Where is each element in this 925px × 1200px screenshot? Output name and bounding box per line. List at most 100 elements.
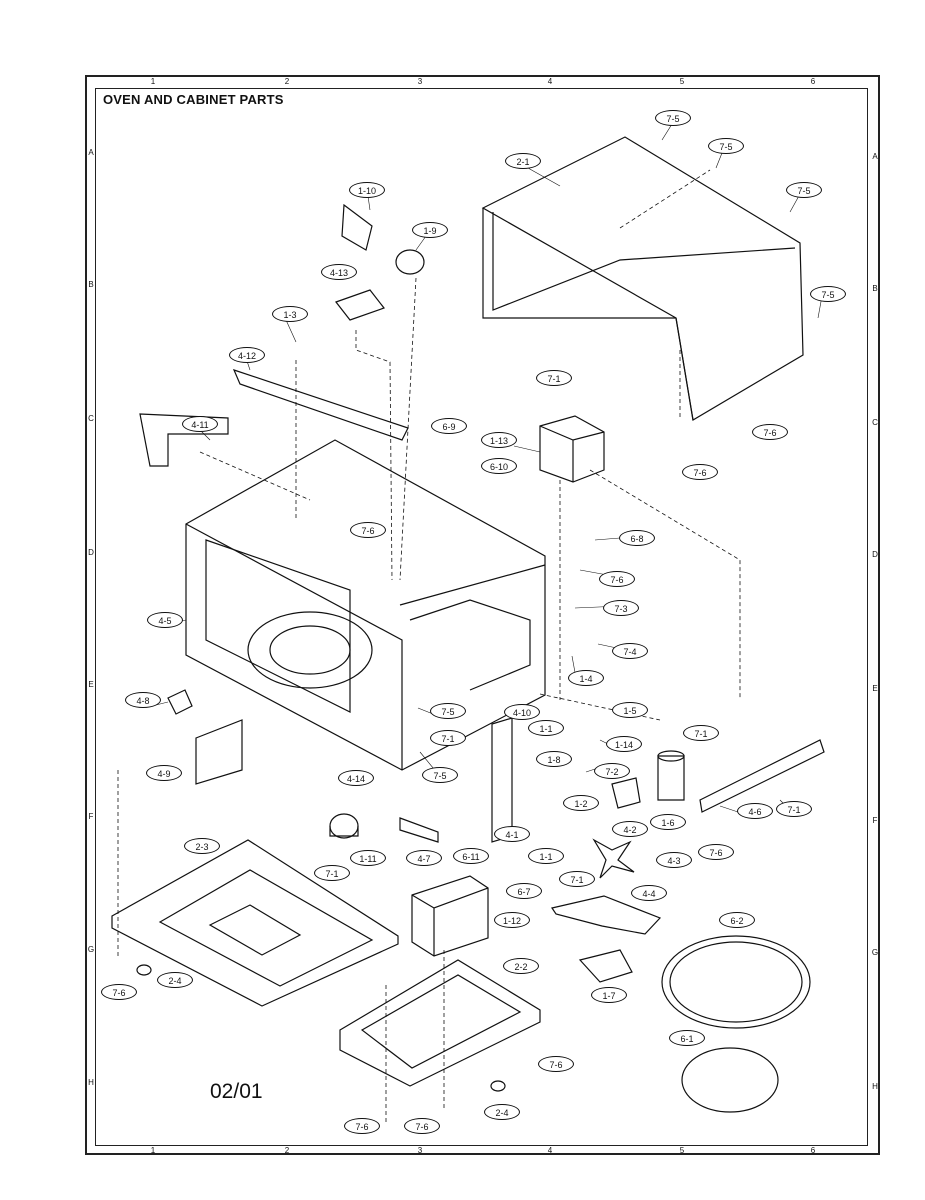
callout-2-4-b: 2-4	[484, 1104, 520, 1120]
callout-1-9: 1-9	[412, 222, 448, 238]
callout-6-9: 6-9	[431, 418, 467, 434]
callout-4-5: 4-5	[147, 612, 183, 628]
callout-6-10: 6-10	[481, 458, 517, 474]
part-4-8	[167, 689, 193, 715]
callout-1-11: 1-11	[350, 850, 386, 866]
callout-6-2: 6-2	[719, 912, 755, 928]
zone-row-left-f: F	[88, 812, 94, 821]
callout-1-7: 1-7	[591, 987, 627, 1003]
transformer	[411, 875, 489, 957]
callout-7-6-g: 7-6	[538, 1056, 574, 1072]
callout-1-3: 1-3	[272, 306, 308, 322]
zone-col-3: 3	[417, 77, 423, 86]
base-plate	[111, 839, 399, 1007]
callout-6-8: 6-8	[619, 530, 655, 546]
callout-7-1-e: 7-1	[314, 865, 350, 881]
callout-4-6: 4-6	[737, 803, 773, 819]
callout-7-6-a: 7-6	[752, 424, 788, 440]
fan-duct-4-4	[551, 895, 662, 935]
callout-1-1-a: 1-1	[528, 720, 564, 736]
callout-7-6-d: 7-6	[599, 571, 635, 587]
roller-ring-6-1	[681, 1047, 779, 1113]
callout-7-5-e: 7-5	[430, 703, 466, 719]
oven-cavity	[185, 439, 546, 771]
plate-4-13	[335, 289, 385, 321]
callout-7-6-e: 7-6	[698, 844, 734, 860]
zone-row-right-h: H	[872, 1082, 878, 1091]
lamp-socket	[341, 203, 425, 275]
callout-7-5-d: 7-5	[810, 286, 846, 302]
callout-4-10: 4-10	[504, 704, 540, 720]
callout-7-6-i: 7-6	[404, 1118, 440, 1134]
zone-row-right-f: F	[872, 816, 878, 825]
fan-motor-1-7	[578, 949, 633, 983]
zone-col-bottom-1: 1	[150, 1146, 156, 1155]
callout-1-8: 1-8	[536, 751, 572, 767]
zone-col-1: 1	[150, 77, 156, 86]
magnetron	[539, 415, 605, 483]
callout-7-5-a: 7-5	[655, 110, 691, 126]
callout-2-4-a: 2-4	[157, 972, 193, 988]
callout-4-4: 4-4	[631, 885, 667, 901]
base-2-2	[339, 959, 541, 1087]
callout-4-9: 4-9	[146, 765, 182, 781]
zone-row-right-d: D	[872, 550, 878, 559]
drawing-frame	[85, 75, 880, 1155]
fan-blade-4-3	[592, 838, 635, 879]
foot-2-4-right	[490, 1080, 506, 1092]
part-4-2	[611, 777, 641, 809]
callout-2-3: 2-3	[184, 838, 220, 854]
callout-1-14: 1-14	[606, 736, 642, 752]
callout-2-1: 2-1	[505, 153, 541, 169]
callout-7-1-d: 7-1	[776, 801, 812, 817]
callout-4-14: 4-14	[338, 770, 374, 786]
switch-bracket-4-1	[491, 717, 513, 843]
callout-4-13: 4-13	[321, 264, 357, 280]
zone-col-bottom-4: 4	[547, 1146, 553, 1155]
callout-4-12: 4-12	[229, 347, 265, 363]
zone-col-bottom-2: 2	[284, 1146, 290, 1155]
callout-7-2: 7-2	[594, 763, 630, 779]
bracket-4-7	[399, 817, 439, 843]
callout-7-6-f: 7-6	[101, 984, 137, 1000]
foot-2-4-left	[136, 964, 152, 976]
zone-row-left-h: H	[88, 1078, 94, 1087]
callout-4-1: 4-1	[494, 826, 530, 842]
handwritten-date-note: 02/01	[210, 1080, 263, 1103]
bracket-4-11	[139, 413, 229, 467]
zone-col-bottom-5: 5	[679, 1146, 685, 1155]
motor-1-11	[329, 813, 359, 839]
zone-row-right-e: E	[872, 684, 878, 693]
zone-row-right-a: A	[872, 152, 878, 161]
callout-7-3: 7-3	[603, 600, 639, 616]
callout-1-2: 1-2	[563, 795, 599, 811]
callout-7-4: 7-4	[612, 643, 648, 659]
panel-4-9	[195, 719, 243, 785]
callout-4-7: 4-7	[406, 850, 442, 866]
drawing-inner-frame	[95, 88, 868, 1146]
callout-7-6-b: 7-6	[682, 464, 718, 480]
zone-row-left-d: D	[88, 548, 94, 557]
zone-col-5: 5	[679, 77, 685, 86]
zone-row-left-b: B	[88, 280, 94, 289]
turntable-6-2	[661, 935, 811, 1029]
callout-7-5-f: 7-5	[422, 767, 458, 783]
callout-7-1-c: 7-1	[430, 730, 466, 746]
zone-col-2: 2	[284, 77, 290, 86]
callout-4-11: 4-11	[182, 416, 218, 432]
callout-4-8: 4-8	[125, 692, 161, 708]
callout-1-6: 1-6	[650, 814, 686, 830]
zone-row-right-b: B	[872, 284, 878, 293]
callout-7-1-b: 7-1	[683, 725, 719, 741]
callout-6-7: 6-7	[506, 883, 542, 899]
callout-1-13: 1-13	[481, 432, 517, 448]
callout-1-12: 1-12	[494, 912, 530, 928]
zone-row-left-e: E	[88, 680, 94, 689]
callout-7-5-c: 7-5	[786, 182, 822, 198]
callout-1-5: 1-5	[612, 702, 648, 718]
callout-7-1-f: 7-1	[559, 871, 595, 887]
callout-4-3: 4-3	[656, 852, 692, 868]
zone-row-left-g: G	[87, 945, 95, 954]
zone-row-right-c: C	[872, 418, 878, 427]
